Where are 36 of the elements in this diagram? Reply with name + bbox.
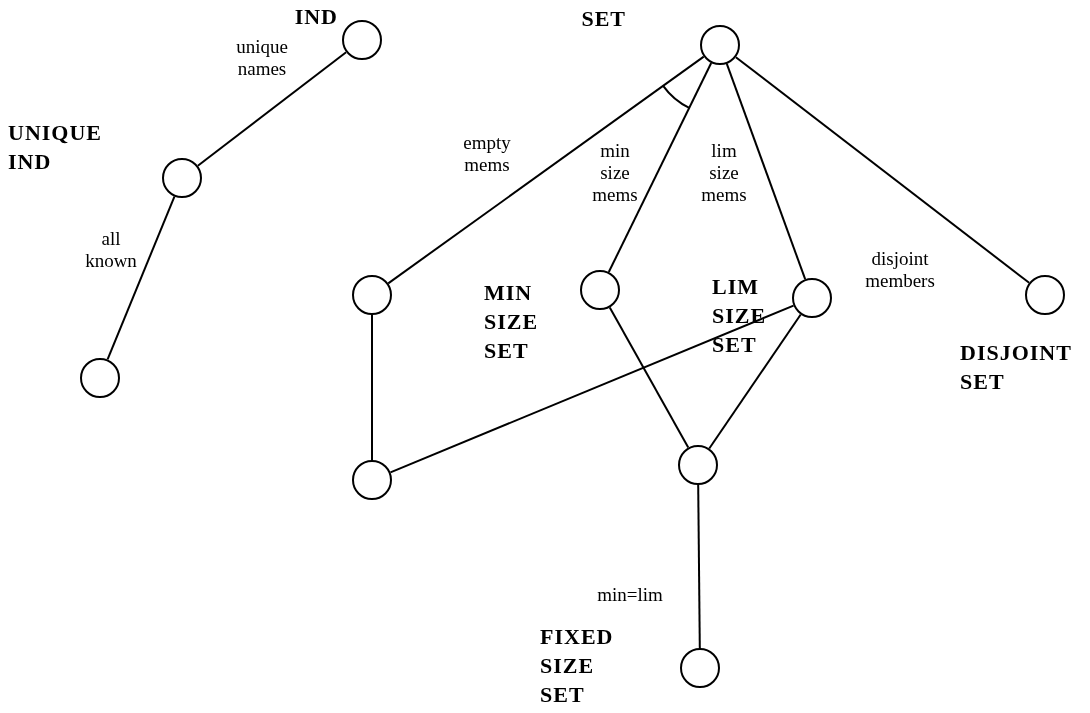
connector-line bbox=[734, 56, 1031, 284]
connector-line bbox=[387, 55, 705, 285]
connector-line bbox=[697, 484, 701, 649]
connector-line bbox=[196, 51, 348, 167]
circle-node bbox=[1025, 275, 1065, 315]
circle-node bbox=[680, 648, 720, 688]
connector-line bbox=[708, 313, 802, 450]
edge-label: min size mems bbox=[591, 140, 639, 206]
edge-label: min=lim bbox=[596, 584, 664, 606]
circle-node bbox=[580, 270, 620, 310]
node-label: IND bbox=[293, 3, 338, 31]
edge-label: unique names bbox=[235, 36, 289, 80]
circle-node bbox=[678, 445, 718, 485]
circle-node bbox=[352, 460, 392, 500]
node-label: LIM SIZE SET bbox=[712, 273, 768, 359]
circle-node bbox=[352, 275, 392, 315]
edge-label: all known bbox=[84, 228, 138, 272]
connector-line bbox=[608, 306, 690, 449]
node-label: SET bbox=[580, 5, 626, 33]
node-label: MIN SIZE SET bbox=[484, 279, 540, 365]
circle-node bbox=[700, 25, 740, 65]
connector-line bbox=[389, 304, 795, 474]
circle-node bbox=[342, 20, 382, 60]
node-label: DISJOINT SET bbox=[960, 339, 1073, 396]
edge-label: disjoint members bbox=[864, 248, 936, 292]
node-label: FIXED SIZE SET bbox=[540, 623, 615, 709]
edge-label: lim size mems bbox=[700, 140, 748, 206]
edge-label: empty mems bbox=[462, 132, 512, 176]
node-label: UNIQUE IND bbox=[8, 119, 103, 176]
circle-node bbox=[162, 158, 202, 198]
connector-line bbox=[725, 62, 807, 281]
connector-line bbox=[371, 314, 373, 461]
circle-node bbox=[792, 278, 832, 318]
connector-line bbox=[607, 61, 713, 274]
connector-line bbox=[106, 195, 176, 361]
circle-node bbox=[80, 358, 120, 398]
